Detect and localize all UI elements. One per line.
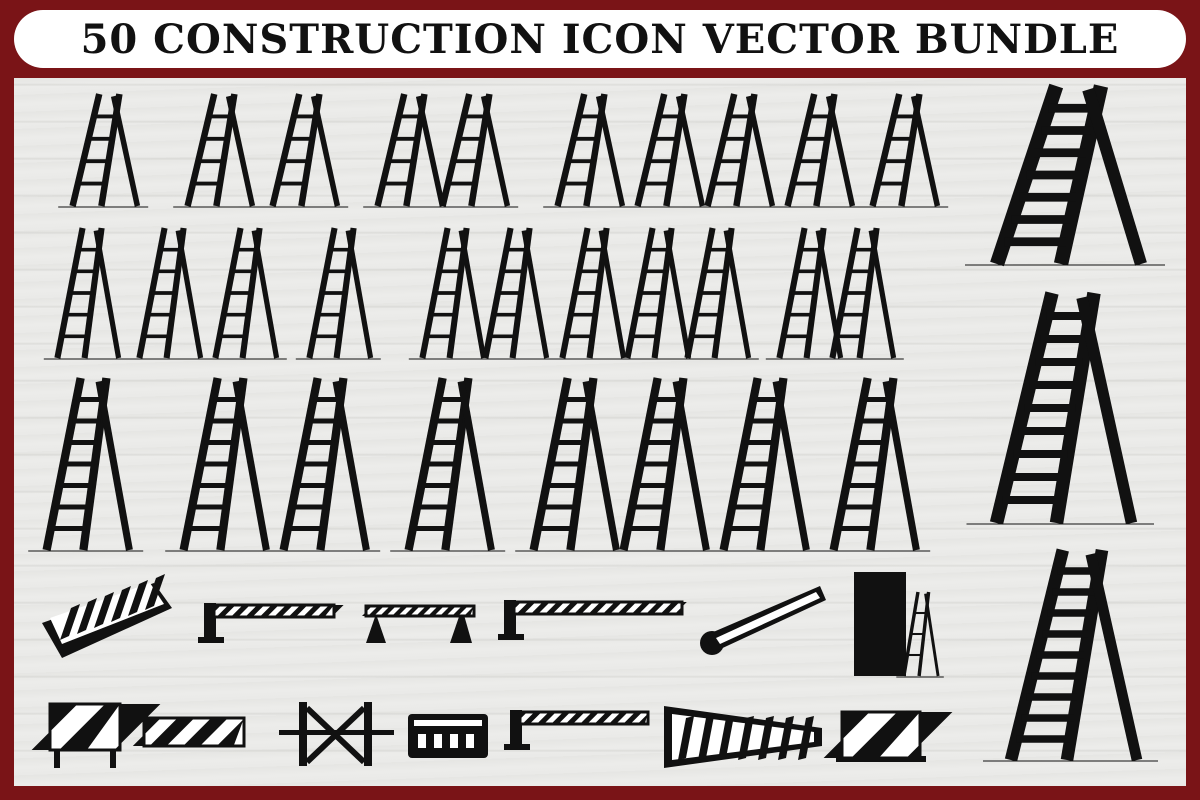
icon-board [14,78,1186,786]
ladder-icon [258,93,349,208]
ladder-icon [201,227,287,360]
ladder-icon [613,227,699,360]
barricade-sign-icon [54,748,116,768]
ladder-icon [295,227,381,360]
ladder-icon [363,93,454,208]
ladder-icon [173,93,264,208]
ladder-icon [693,93,784,208]
ladder-icon [265,377,381,552]
ladder-icon [773,93,864,208]
sawhorse-arm-icon [362,604,476,618]
ladder-icon [125,227,211,360]
sawhorse-barrier-icon [366,608,472,643]
icon-canvas [28,83,1165,768]
ladder-large-icon [965,83,1165,267]
door-ladder-ladder-icon [896,591,944,678]
ladder-icon [815,377,931,552]
ladder-icon [43,227,129,360]
ladder-icon [515,377,631,552]
ladder-icon [543,93,634,208]
ladder-icon [673,227,759,360]
barricade-panel-icon [132,716,246,748]
ladder-icon [165,377,281,552]
ladder-icon [858,93,949,208]
door-ladder-icon [854,572,906,676]
boom-gate-arm-icon [509,600,687,616]
ladder-large-icon [983,548,1158,762]
ladder-icon [58,93,149,208]
ladder-icon [623,93,714,208]
ladder-icon [390,377,506,552]
wedge-barrier-icon [664,706,822,768]
title-banner: 50 CONSTRUCTION ICON VECTOR BUNDLE [14,10,1186,68]
ladder-icon [705,377,821,552]
ladder-large-icon [966,291,1154,525]
ladder-icon [471,227,557,360]
ladder-icon [408,227,494,360]
page-title: 50 CONSTRUCTION ICON VECTOR BUNDLE [80,15,1120,63]
boom-gate-small-arm-icon [515,710,650,726]
ladder-icon [28,377,144,552]
boom-gate-arm-icon [209,603,344,619]
water-barrier-icon [408,714,488,758]
barricade-fence-panel-icon [823,710,953,760]
barricade-frame-icon [279,702,394,766]
ladder-icon [818,227,904,360]
boom-gate-raised-icon [700,586,826,655]
ladder-icon [605,377,721,552]
ladder-icon [548,227,634,360]
ladder-icon [428,93,519,208]
concrete-barrier-icon [42,574,172,658]
